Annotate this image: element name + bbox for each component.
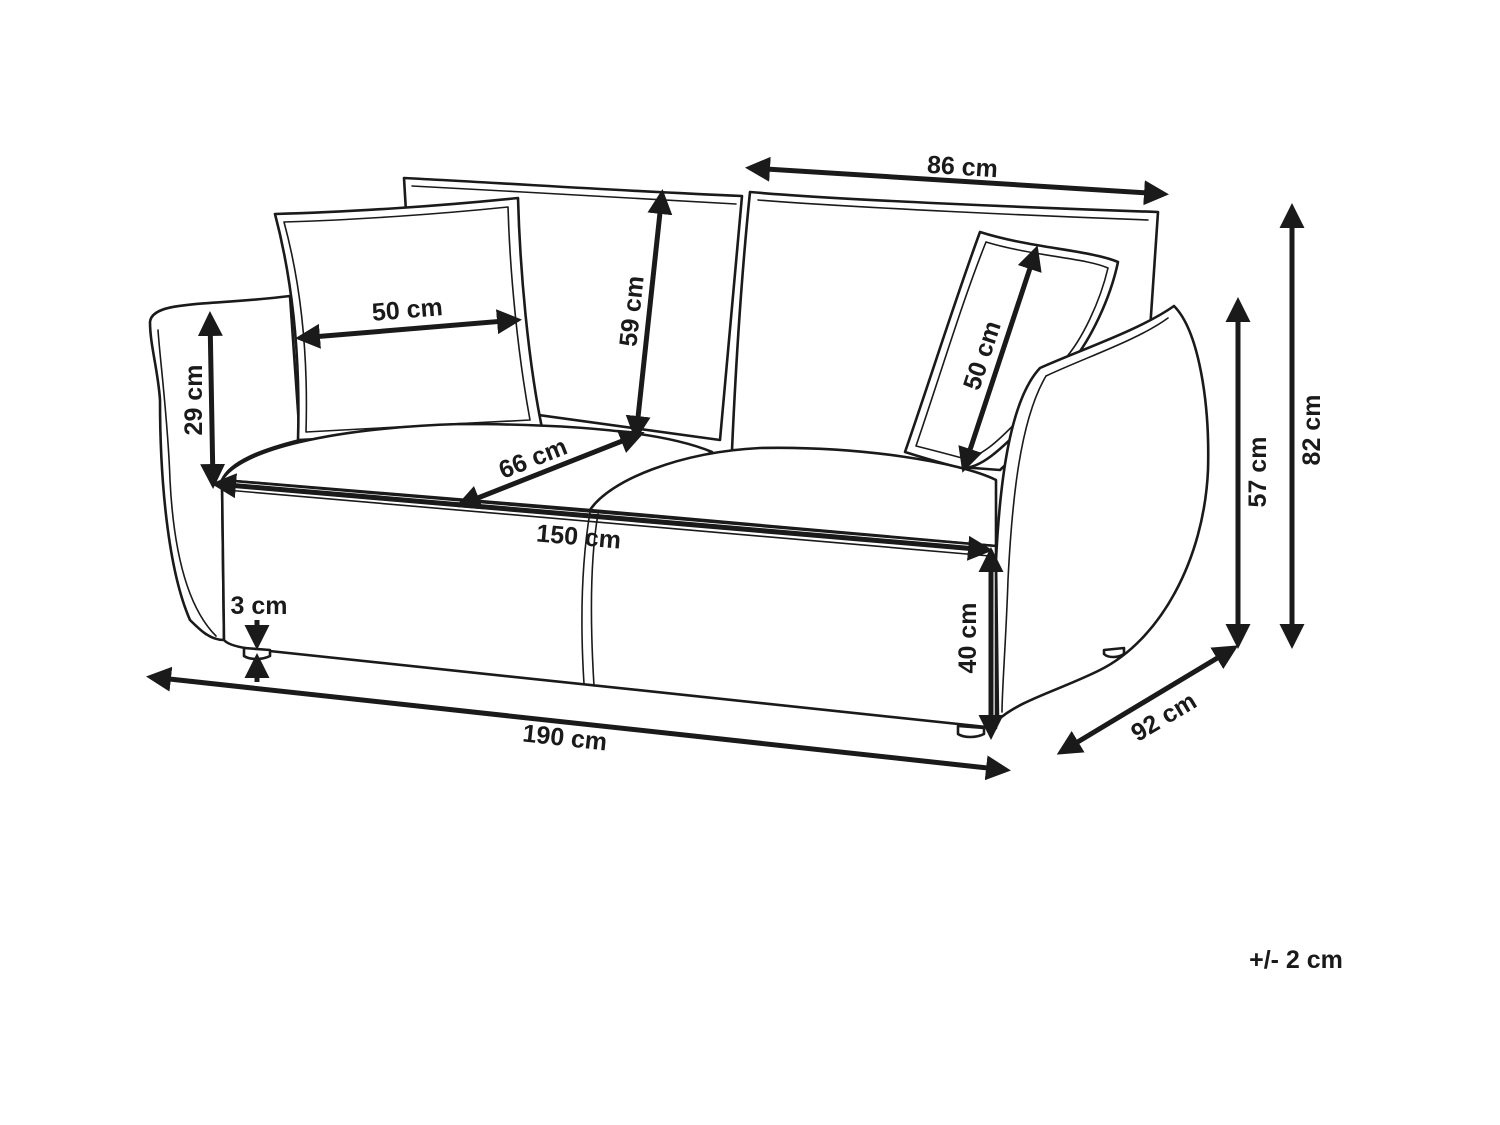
label-total-depth: 92 cm <box>1126 687 1201 748</box>
label-total-height: 82 cm <box>1298 395 1326 466</box>
leg-front-right <box>956 724 986 739</box>
arrow-total-width <box>146 666 1011 781</box>
tolerance-note: +/- 2 cm <box>1249 946 1343 974</box>
leg-back-right <box>1102 646 1126 659</box>
label-arm-height: 57 cm <box>1244 437 1272 508</box>
arrow-total-depth <box>1056 645 1239 755</box>
pillow-left-inner <box>283 206 531 433</box>
label-seat-height: 40 cm <box>954 603 982 674</box>
arrow-cushion-right-width <box>958 245 1042 473</box>
label-cushion-left-width: 50 cm <box>371 293 444 327</box>
dimension-arrows <box>146 156 1305 781</box>
sofa-drawing <box>148 176 1210 739</box>
arrow-seat-width <box>211 473 993 561</box>
armrest-left-piping <box>157 329 217 637</box>
armrest-right <box>994 304 1210 722</box>
label-leg-height: 3 cm <box>231 592 288 620</box>
label-armrest-height: 29 cm <box>180 365 208 436</box>
back-cushion-left-seam <box>411 185 737 205</box>
arrow-cushion-left-width <box>295 309 522 349</box>
leg-front-left <box>242 646 272 661</box>
arrow-back-height <box>625 189 673 441</box>
arrow-back-width <box>745 156 1169 206</box>
label-back-width: 86 cm <box>926 151 999 183</box>
arrow-armrest-height <box>197 311 226 489</box>
